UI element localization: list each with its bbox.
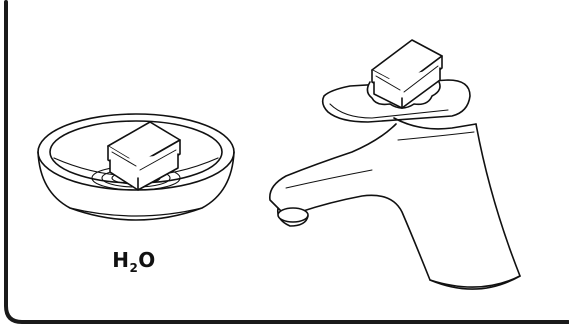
water-formula-label: H2O [104, 248, 164, 275]
faucet-icon [270, 80, 520, 289]
formula-h: H [112, 248, 129, 272]
formula-o: O [138, 248, 156, 272]
formula-subscript: 2 [129, 261, 138, 275]
cleaning-tablet-icon [367, 40, 442, 108]
